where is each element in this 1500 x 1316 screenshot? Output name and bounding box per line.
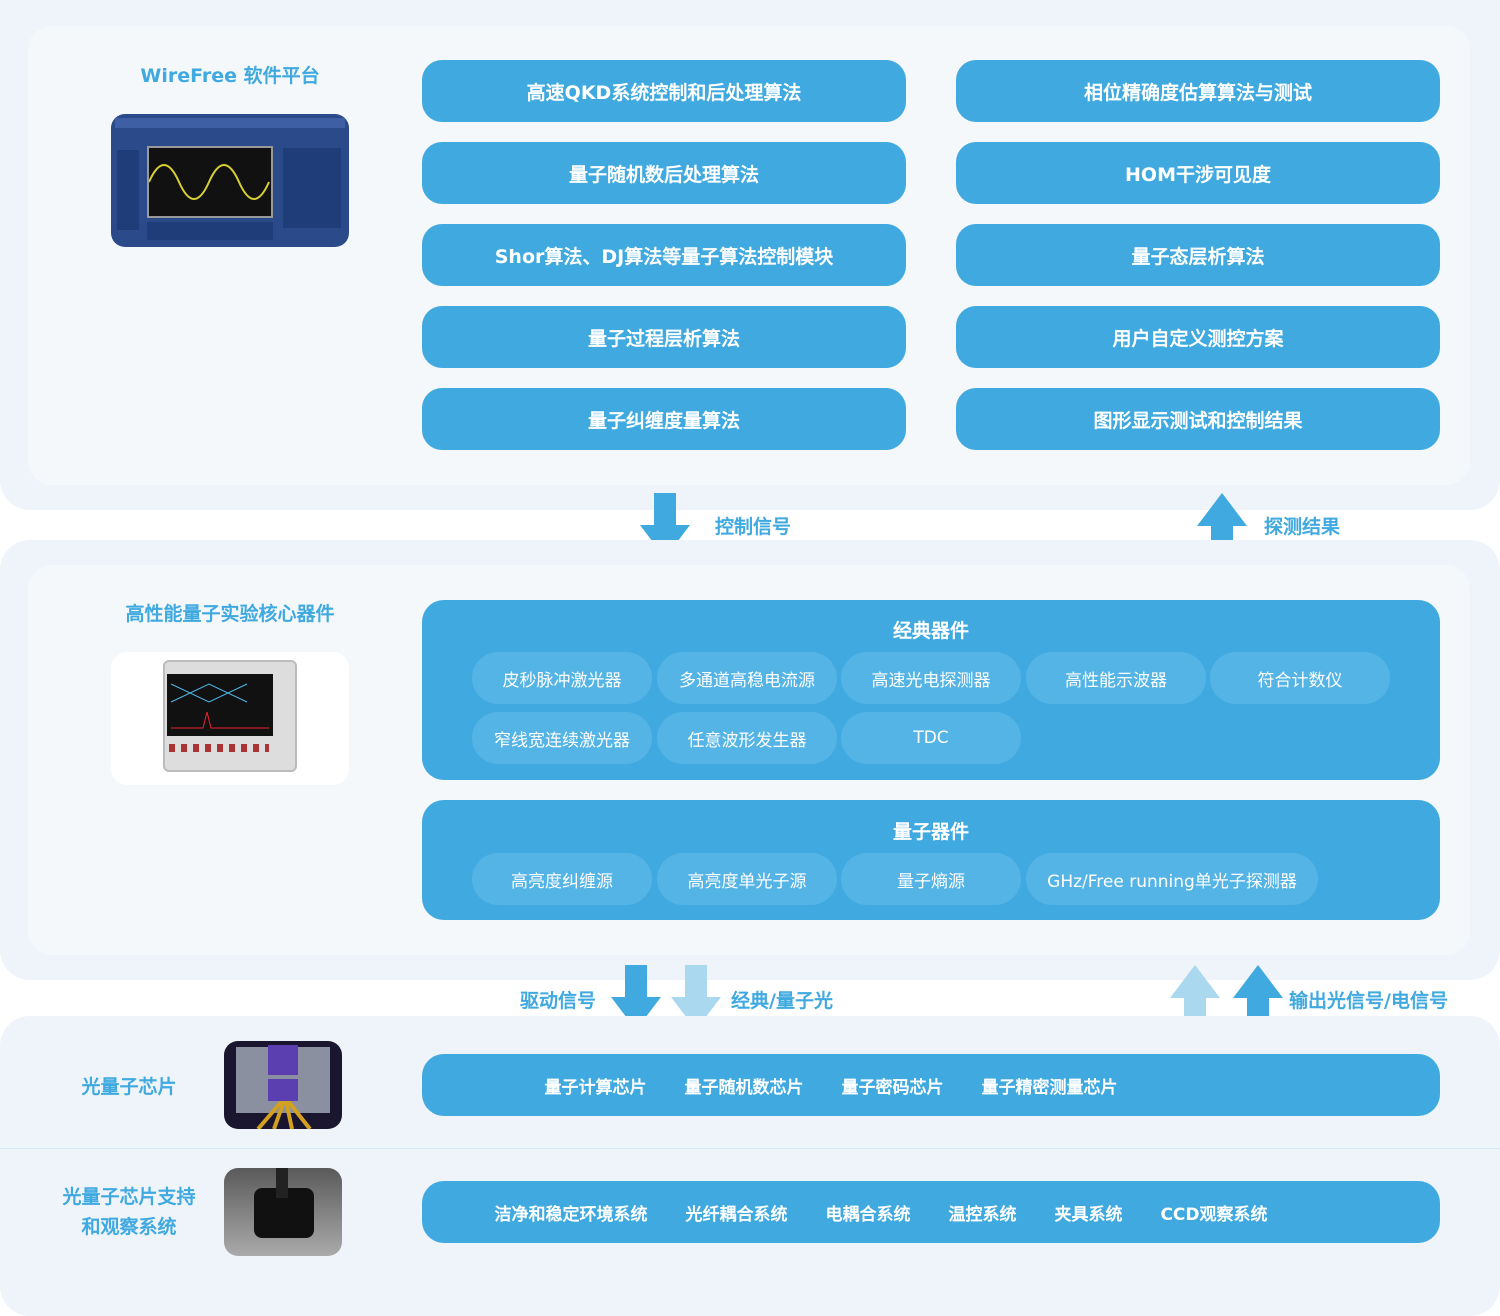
classical-device-item[interactable]: 任意波形发生器 <box>657 712 837 764</box>
algorithm-button[interactable]: Shor算法、DJ算法等量子算法控制模块 <box>422 224 906 286</box>
chip-item: 量子密码芯片 <box>841 1077 944 1098</box>
support-title-line1: 光量子芯片支持 <box>62 1186 196 1208</box>
algorithm-button[interactable]: 用户自定义测控方案 <box>956 306 1440 368</box>
control-signal-arrow-down-icon <box>640 493 690 558</box>
algorithm-button[interactable]: 相位精确度估算算法与测试 <box>956 60 1440 122</box>
algorithm-button[interactable]: 量子纠缠度量算法 <box>422 388 906 450</box>
chip-item: 量子计算芯片 <box>544 1077 647 1098</box>
algorithm-button[interactable]: 高速QKD系统控制和后处理算法 <box>422 60 906 122</box>
quantum-device-item[interactable]: GHz/Free running单光子探测器 <box>1026 853 1318 905</box>
classical-devices-title: 经典器件 <box>892 620 969 642</box>
chips-title: 光量子芯片 <box>81 1076 177 1098</box>
classical-device-item[interactable]: 高性能示波器 <box>1026 652 1206 704</box>
chip-item: 量子随机数芯片 <box>684 1077 804 1098</box>
algorithm-button[interactable]: HOM干涉可见度 <box>956 142 1440 204</box>
support-system-image <box>224 1168 342 1256</box>
drive-signal-label: 驱动信号 <box>520 990 597 1012</box>
classical-device-item[interactable]: TDC <box>841 712 1021 764</box>
support-bar: 洁净和稳定环境系统 光纤耦合系统 电耦合系统 温控系统 夹具系统 CCD观察系统 <box>422 1181 1440 1243</box>
classical-device-item[interactable]: 高速光电探测器 <box>841 652 1021 704</box>
support-item: 电耦合系统 <box>825 1204 911 1225</box>
classical-device-item[interactable]: 多通道高稳电流源 <box>657 652 837 704</box>
quantum-devices-title: 量子器件 <box>892 821 969 843</box>
output-signal-label: 输出光信号/电信号 <box>1289 990 1448 1012</box>
divider <box>0 1148 1500 1149</box>
quantum-device-item[interactable]: 量子熵源 <box>841 853 1021 905</box>
chip-item: 量子精密测量芯片 <box>981 1077 1118 1098</box>
control-signal-label: 控制信号 <box>715 516 792 538</box>
support-item: CCD观察系统 <box>1160 1204 1268 1225</box>
drive-signal-arrow-down-icon <box>611 965 661 1030</box>
support-item: 温控系统 <box>948 1204 1017 1225</box>
algorithm-button[interactable]: 量子态层析算法 <box>956 224 1440 286</box>
light-arrow-up-icon <box>1170 965 1220 1030</box>
chips-bar: 量子计算芯片 量子随机数芯片 量子密码芯片 量子精密测量芯片 <box>422 1054 1440 1116</box>
classical-device-item[interactable]: 窄线宽连续激光器 <box>472 712 652 764</box>
support-item: 洁净和稳定环境系统 <box>494 1204 648 1225</box>
algorithm-button[interactable]: 量子过程层析算法 <box>422 306 906 368</box>
classical-device-item[interactable]: 符合计数仪 <box>1210 652 1390 704</box>
support-title-line2: 和观察系统 <box>81 1216 177 1238</box>
support-item: 光纤耦合系统 <box>685 1204 788 1225</box>
support-item: 夹具系统 <box>1054 1204 1123 1225</box>
algorithm-button[interactable]: 图形显示测试和控制结果 <box>956 388 1440 450</box>
devices-title: 高性能量子实验核心器件 <box>125 603 335 625</box>
output-signal-arrow-up-icon <box>1233 965 1283 1030</box>
classical-device-item[interactable]: 皮秒脉冲激光器 <box>472 652 652 704</box>
detection-result-label: 探测结果 <box>1264 516 1341 538</box>
algorithm-button[interactable]: 量子随机数后处理算法 <box>422 142 906 204</box>
software-title: WireFree 软件平台 <box>140 65 320 87</box>
photonic-chip-image <box>224 1041 342 1129</box>
light-arrow-down-icon <box>671 965 721 1030</box>
oscilloscope-image <box>111 652 349 785</box>
classical-quantum-light-label: 经典/量子光 <box>731 990 833 1012</box>
quantum-device-item[interactable]: 高亮度纠缠源 <box>472 853 652 905</box>
detection-result-arrow-up-icon <box>1197 493 1247 558</box>
software-screenshot-image <box>111 114 349 247</box>
quantum-device-item[interactable]: 高亮度单光子源 <box>657 853 837 905</box>
